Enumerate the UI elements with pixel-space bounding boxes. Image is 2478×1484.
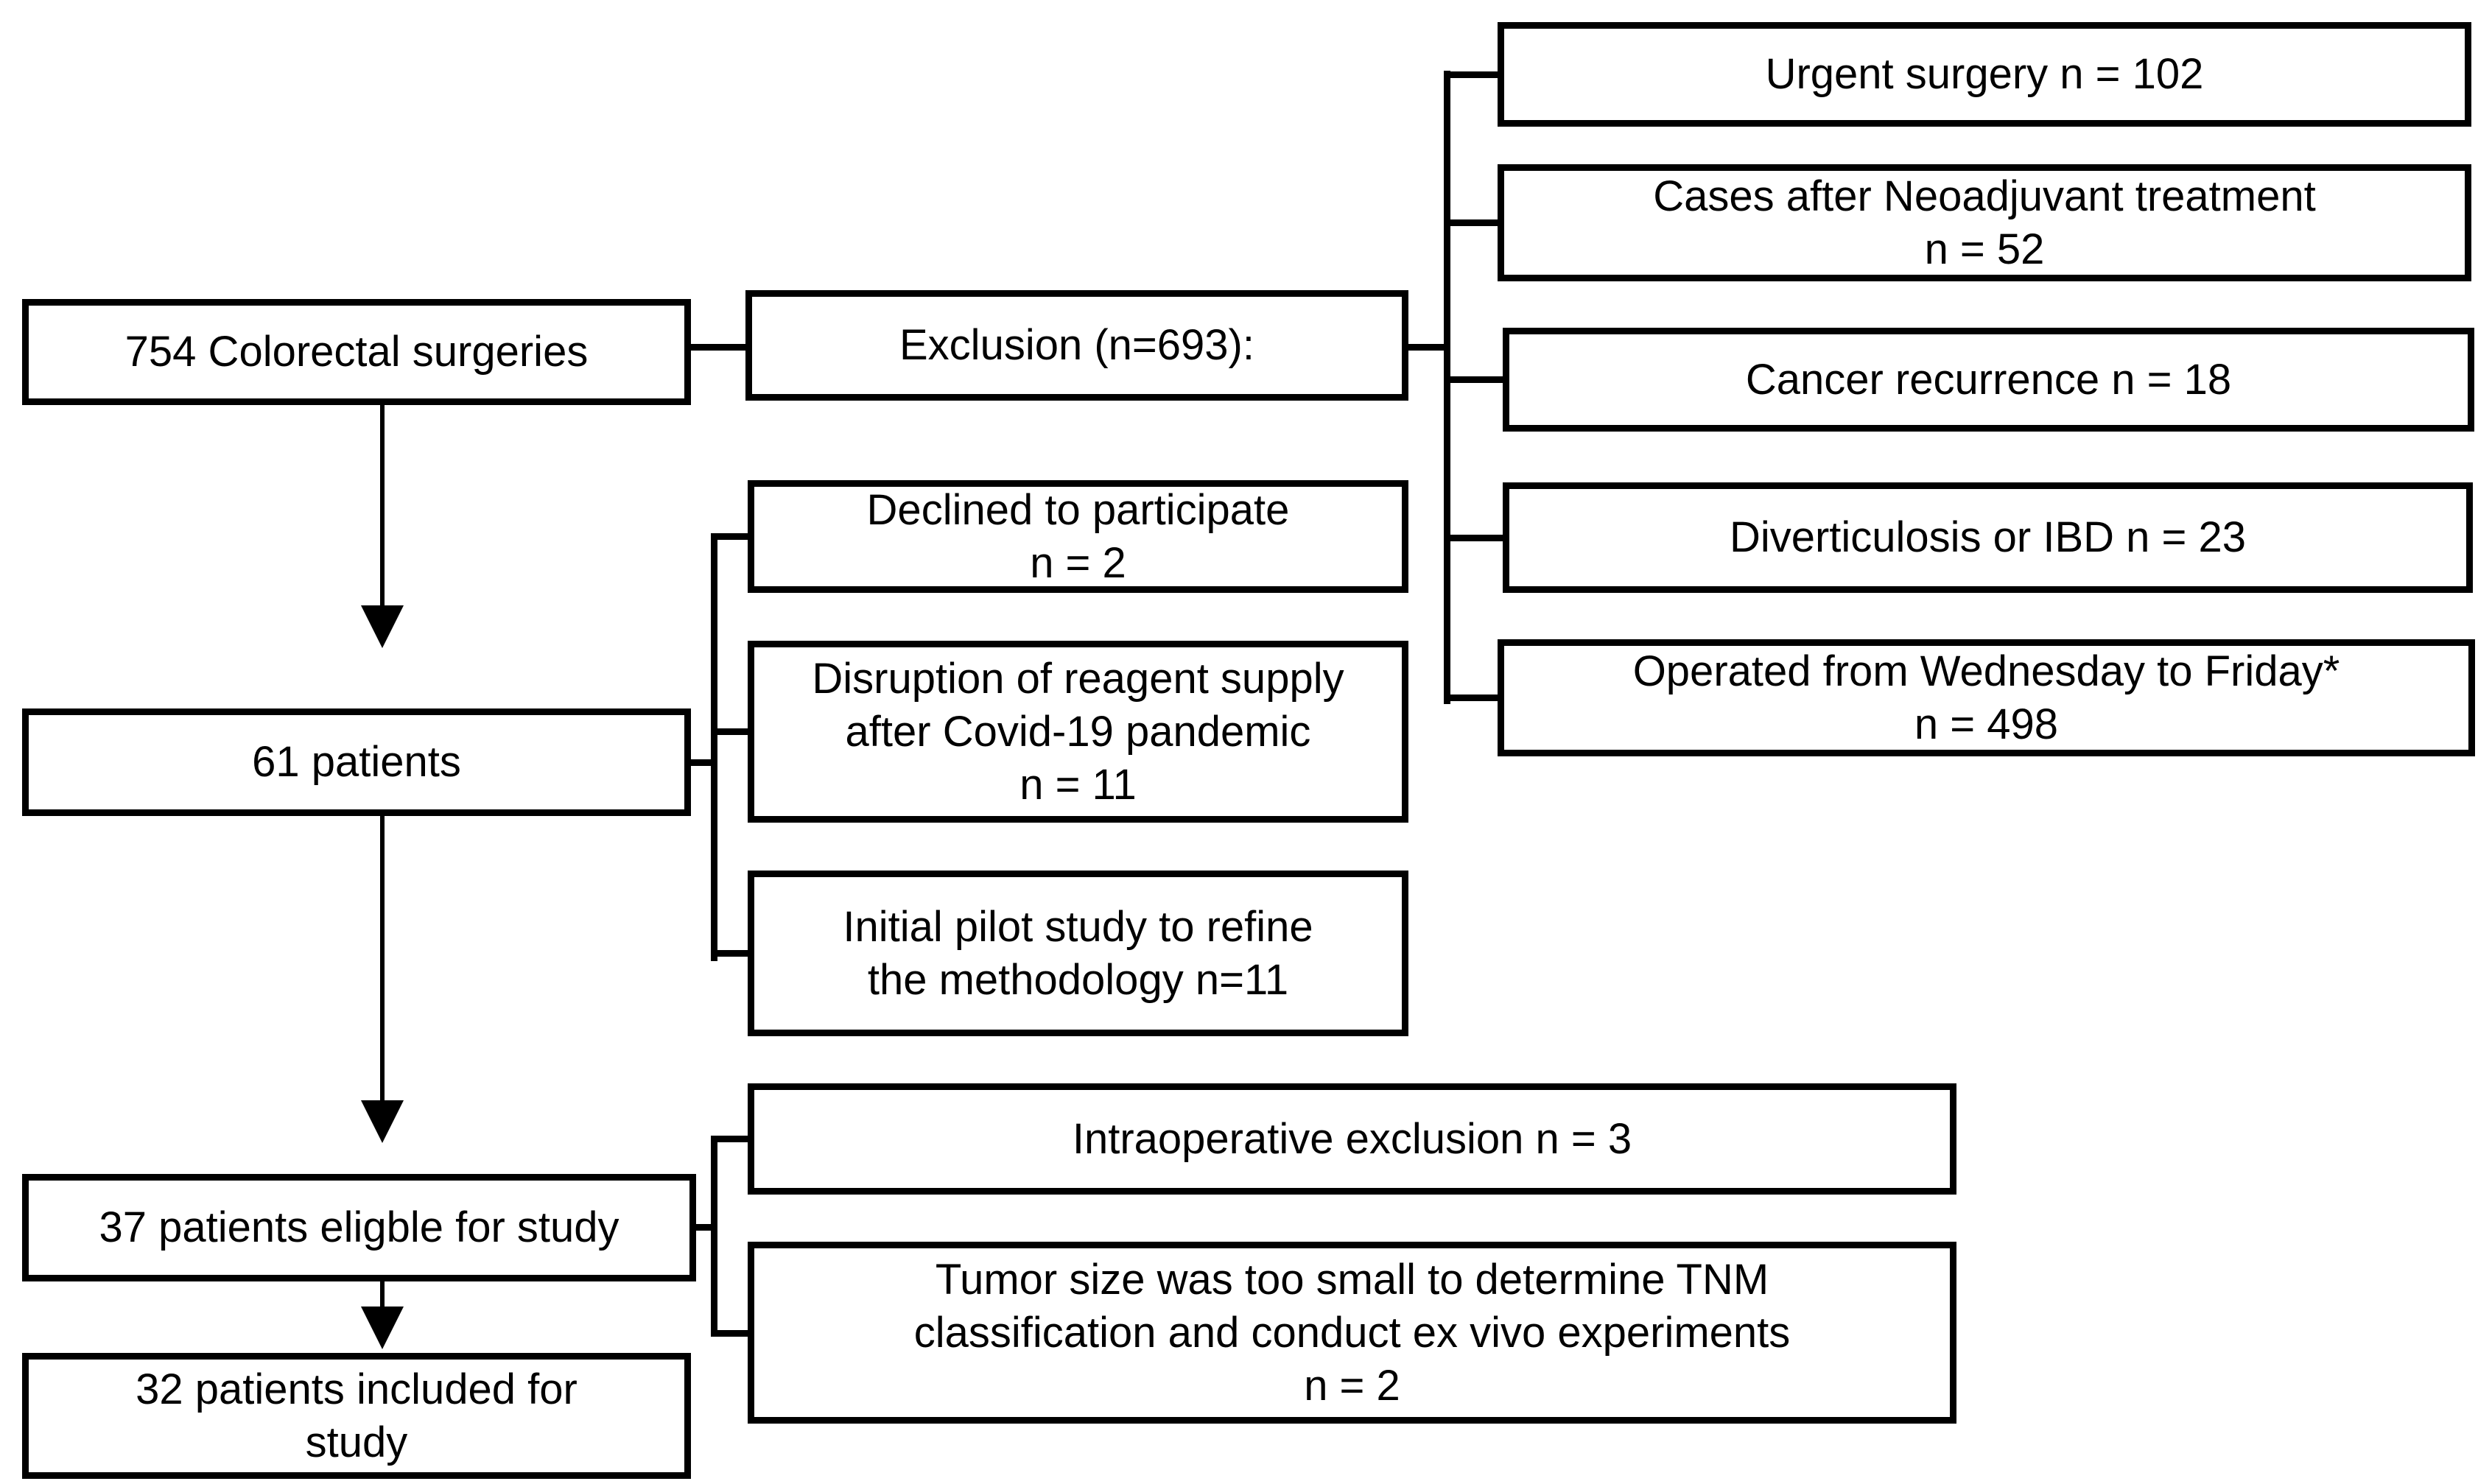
arrow-line-61-to-37 [380, 816, 385, 1102]
node-label-line-1: Declined to participate [866, 485, 1290, 534]
node-label-line-2: after Covid-19 pandemic [845, 707, 1311, 756]
node-total-colorectal-surgeries: 754 Colorectal surgeries [22, 299, 691, 405]
node-neoadjuvant-treatment: Cases after Neoadjuvant treatment n = 52 [1498, 164, 2471, 281]
node-label-line-1: Cases after Neoadjuvant treatment [1653, 172, 2316, 220]
node-label-line-1: Tumor size was too small to determine TN… [935, 1255, 1769, 1304]
arrowhead-down-icon [361, 605, 404, 648]
node-exclusion: Exclusion (n=693): [745, 290, 1408, 401]
arrowhead-down-icon [361, 1100, 404, 1143]
connector-exclusion-to-trunk [1408, 344, 1450, 351]
node-label-line-1: Initial pilot study to refine [843, 902, 1313, 951]
connector-stub-urgent-surgery [1444, 71, 1498, 78]
node-label: Cancer recurrence n = 18 [1745, 355, 2232, 404]
node-intraoperative-exclusion: Intraoperative exclusion n = 3 [748, 1083, 1956, 1195]
node-label-line-1: Operated from Wednesday to Friday* [1632, 647, 2340, 695]
connector-stub-diverticulosis [1444, 535, 1503, 541]
arrow-line-total-to-61 [380, 405, 385, 607]
node-37-patients-eligible: 37 patients eligble for study [22, 1174, 696, 1281]
node-label: 754 Colorectal surgeries [124, 328, 589, 376]
arrowhead-down-icon [361, 1307, 404, 1349]
connector-bottom-bracket-vertical [711, 1136, 717, 1337]
connector-stub-tumor-size [717, 1330, 748, 1337]
node-label-line-1: Disruption of reagent supply [812, 654, 1344, 703]
node-label-line-2: classification and conduct ex vivo exper… [913, 1308, 1791, 1357]
node-label-line-2: study [305, 1418, 408, 1466]
connector-37-patients-to-bracket [696, 1224, 717, 1231]
node-label-line-2: n = 498 [1914, 700, 2059, 748]
node-initial-pilot-study: Initial pilot study to refine the method… [748, 871, 1408, 1036]
connector-stub-neoadjuvant [1444, 219, 1498, 226]
connector-stub-disruption [717, 728, 748, 735]
connector-stub-pilot-study [717, 950, 748, 957]
node-label-line-2: n = 2 [1030, 538, 1126, 587]
node-label-line-2: the methodology n=11 [867, 955, 1289, 1004]
node-operated-wednesday-friday: Operated from Wednesday to Friday* n = 4… [1498, 639, 2475, 756]
node-reagent-supply-disruption: Disruption of reagent supply after Covid… [748, 641, 1408, 823]
node-label-line-3: n = 11 [1019, 760, 1137, 809]
node-label: Urgent surgery n = 102 [1765, 50, 2204, 98]
connector-right-trunk-vertical [1444, 71, 1450, 704]
connector-stub-cancer-recurrence [1444, 376, 1503, 383]
node-cancer-recurrence: Cancer recurrence n = 18 [1503, 328, 2474, 432]
connector-middle-bracket-vertical [711, 533, 717, 961]
connector-stub-operated-wed-fri [1444, 694, 1498, 701]
node-declined-to-participate: Declined to participate n = 2 [748, 480, 1408, 593]
node-tumor-size-too-small: Tumor size was too small to determine TN… [748, 1242, 1956, 1424]
connector-total-to-exclusion [691, 344, 745, 351]
node-label-line-2: n = 52 [1924, 225, 2045, 273]
node-label-line-1: 32 patients included for [136, 1365, 578, 1413]
node-label: Diverticulosis or IBD n = 23 [1729, 513, 2247, 561]
node-61-patients: 61 patients [22, 708, 691, 816]
node-label: 37 patients eligble for study [99, 1203, 620, 1251]
node-urgent-surgery: Urgent surgery n = 102 [1498, 22, 2471, 127]
node-label: 61 patients [252, 738, 461, 786]
node-label: Exclusion (n=693): [899, 321, 1254, 369]
connector-61-patients-to-bracket [691, 759, 717, 766]
node-32-patients-included: 32 patients included for study [22, 1353, 691, 1479]
node-diverticulosis-or-ibd: Diverticulosis or IBD n = 23 [1503, 482, 2473, 593]
connector-stub-intraoperative [717, 1136, 748, 1142]
node-label: Intraoperative exclusion n = 3 [1072, 1114, 1632, 1163]
node-label-line-3: n = 2 [1304, 1361, 1400, 1410]
connector-stub-declined [717, 533, 748, 540]
